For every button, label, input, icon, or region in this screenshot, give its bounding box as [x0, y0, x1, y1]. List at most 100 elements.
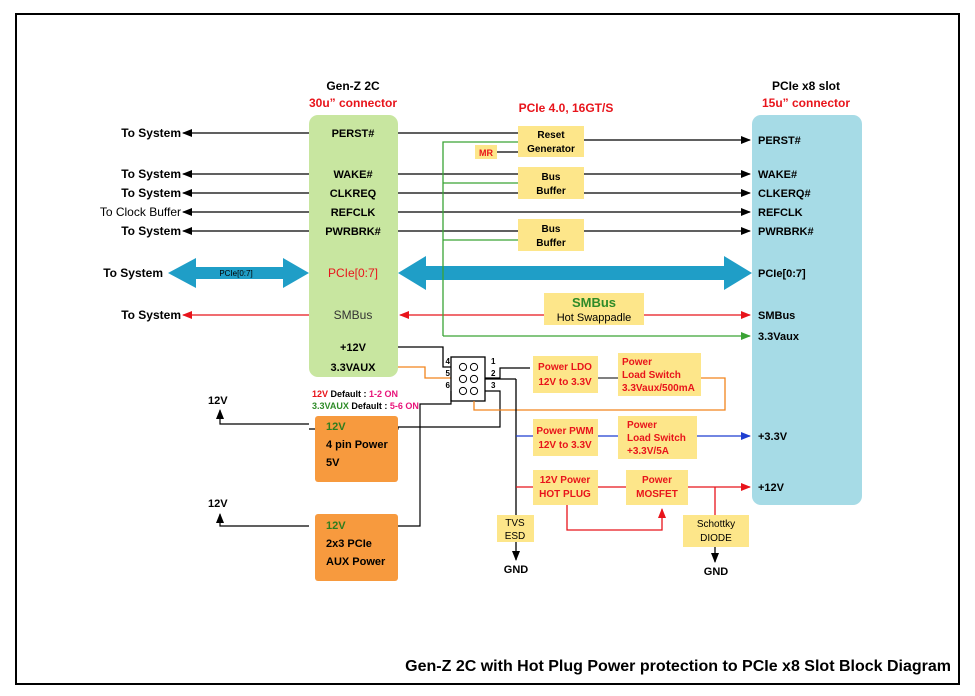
genz-subtitle: 30u” connector — [309, 96, 397, 110]
smbus-hot-swap-box — [544, 293, 644, 325]
slot-pin: PWRBRK# — [758, 226, 814, 238]
genz-pin: CLKREQ — [330, 188, 377, 200]
jumper-to-4pin-wire — [398, 390, 501, 428]
jumper-block — [450, 356, 486, 402]
left-label: To System — [103, 266, 163, 280]
jumper-pin-label: 2 — [491, 369, 496, 378]
aux-power-label: AUX Power — [326, 556, 386, 568]
slot-pin: WAKE# — [758, 169, 797, 181]
ls1-label: Load Switch — [622, 370, 681, 381]
genz-pin: PWRBRK# — [325, 226, 381, 238]
jumper-pin — [458, 374, 468, 384]
ls2-label: Load Switch — [627, 433, 686, 444]
bus-buffer-2-label: Buffer — [536, 238, 566, 249]
aux-power-box — [315, 514, 398, 581]
jumper-pin-label: 1 — [491, 357, 496, 366]
hot-plug-box — [533, 470, 598, 505]
jumper-pin — [469, 362, 479, 372]
slot-pin: 3.3Vaux — [758, 331, 800, 343]
smbus-box-title: SMBus — [572, 295, 616, 310]
bus-buffer-box-1 — [518, 167, 584, 199]
genz-pin: PCIe[0:7] — [328, 266, 378, 280]
ls2-label: Power — [627, 420, 657, 431]
ls2-label: +3.3V/5A — [627, 446, 669, 457]
power-pwm-box — [533, 419, 598, 456]
aux-12v-label: 12V — [326, 520, 346, 532]
left-label: To Clock Buffer — [100, 205, 181, 219]
4pin-name-label: 4 pin Power — [326, 439, 388, 451]
tvs-label: TVS — [505, 518, 525, 529]
diagram-title: Gen-Z 2C with Hot Plug Power protection … — [405, 658, 951, 675]
jumper-pin-label: 3 — [491, 381, 496, 390]
tvs-label: ESD — [505, 531, 526, 542]
gnd-label-tvs: GND — [504, 564, 529, 576]
mosfet-label: MOSFET — [636, 489, 678, 500]
slot-pin: PCIe[0:7] — [758, 268, 806, 280]
slot-pin: CLKERQ# — [758, 188, 811, 200]
genz-pin: REFCLK — [331, 207, 376, 219]
jumper-pin — [469, 374, 479, 384]
genz-pin: SMBus — [334, 308, 373, 322]
pwm-label: 12V to 3.3V — [538, 440, 592, 451]
slot-pin: +12V — [758, 482, 785, 494]
green-supply-vertical — [442, 141, 518, 336]
schottky-label: Schottky — [697, 519, 735, 530]
load-switch-box-1 — [618, 353, 701, 396]
slot-subtitle: 15u” connector — [762, 96, 850, 110]
default-12v-note: 12V Default : 1-2 ON — [312, 389, 398, 399]
left-label: To System — [121, 186, 181, 200]
jumper-to-ldo-wire — [485, 367, 530, 379]
3v3aux-return-wire — [473, 377, 726, 411]
pwm-label: Power PWM — [536, 426, 593, 437]
reset-gen-label: Generator — [527, 144, 575, 155]
power-ldo-box — [533, 356, 598, 393]
bus-buffer-box-2 — [518, 219, 584, 251]
jumper-pin-label: 5 — [446, 369, 451, 378]
mosfet-label: Power — [642, 475, 672, 486]
slot-title: PCIe x8 slot — [772, 79, 840, 93]
aux-name-label: 2x3 PCIe — [326, 538, 372, 550]
12v-input-label: 12V — [208, 498, 228, 510]
4pin-12v-label: 12V — [326, 421, 346, 433]
pcie-speed-label: PCIe 4.0, 16GT/S — [519, 101, 614, 115]
default-3v3aux-note: 3.3VAUX Default : 5-6 ON — [312, 401, 419, 411]
gnd-label-schottky: GND — [704, 566, 729, 578]
reset-gen-label: Reset — [537, 130, 565, 141]
hotplug-label: HOT PLUG — [539, 489, 591, 500]
genz-pin: 3.3VAUX — [330, 362, 376, 374]
bus-buffer-1-label: Bus — [542, 172, 561, 183]
aux-to-jumper-wire — [398, 391, 452, 527]
4pin-12v-arrow — [216, 409, 309, 425]
left-label: To System — [121, 126, 181, 140]
pcie-bus-small-label: PCIe[0:7] — [219, 269, 252, 278]
tvs-esd-box — [497, 515, 534, 542]
jumper-pin — [458, 386, 468, 396]
pcie-bus-right-arrow — [398, 256, 752, 290]
left-label: To System — [121, 167, 181, 181]
4pin-5v-label: 5V — [326, 457, 340, 469]
genz-pin: +12V — [340, 342, 367, 354]
jumper-pin-label: 4 — [446, 357, 451, 366]
hotplug-label: 12V Power — [540, 475, 591, 486]
schottky-diode-box — [683, 515, 749, 547]
jumper-pin-label: 6 — [446, 381, 451, 390]
genz-pin: PERST# — [332, 128, 375, 140]
jumper-pin — [469, 386, 479, 396]
aux-12v-arrow — [216, 513, 309, 527]
mosfet-box — [626, 470, 688, 505]
ldo-label: Power LDO — [538, 362, 592, 373]
genz-title: Gen-Z 2C — [326, 79, 380, 93]
schottky-label: DIODE — [700, 533, 732, 544]
load-switch-box-2 — [618, 416, 697, 459]
slot-pin: PERST# — [758, 135, 801, 147]
diagram-frame — [15, 13, 960, 685]
genz-3v3aux-wire — [398, 366, 451, 379]
ls1-label: Power — [622, 357, 652, 368]
slot-pin: SMBus — [758, 310, 795, 322]
ldo-label: 12V to 3.3V — [538, 377, 592, 388]
left-label: To System — [121, 308, 181, 322]
ls1-label: 3.3Vaux/500mA — [622, 383, 695, 394]
slot-pin: +3.3V — [758, 431, 788, 443]
bus-buffer-1-label: Buffer — [536, 186, 566, 197]
